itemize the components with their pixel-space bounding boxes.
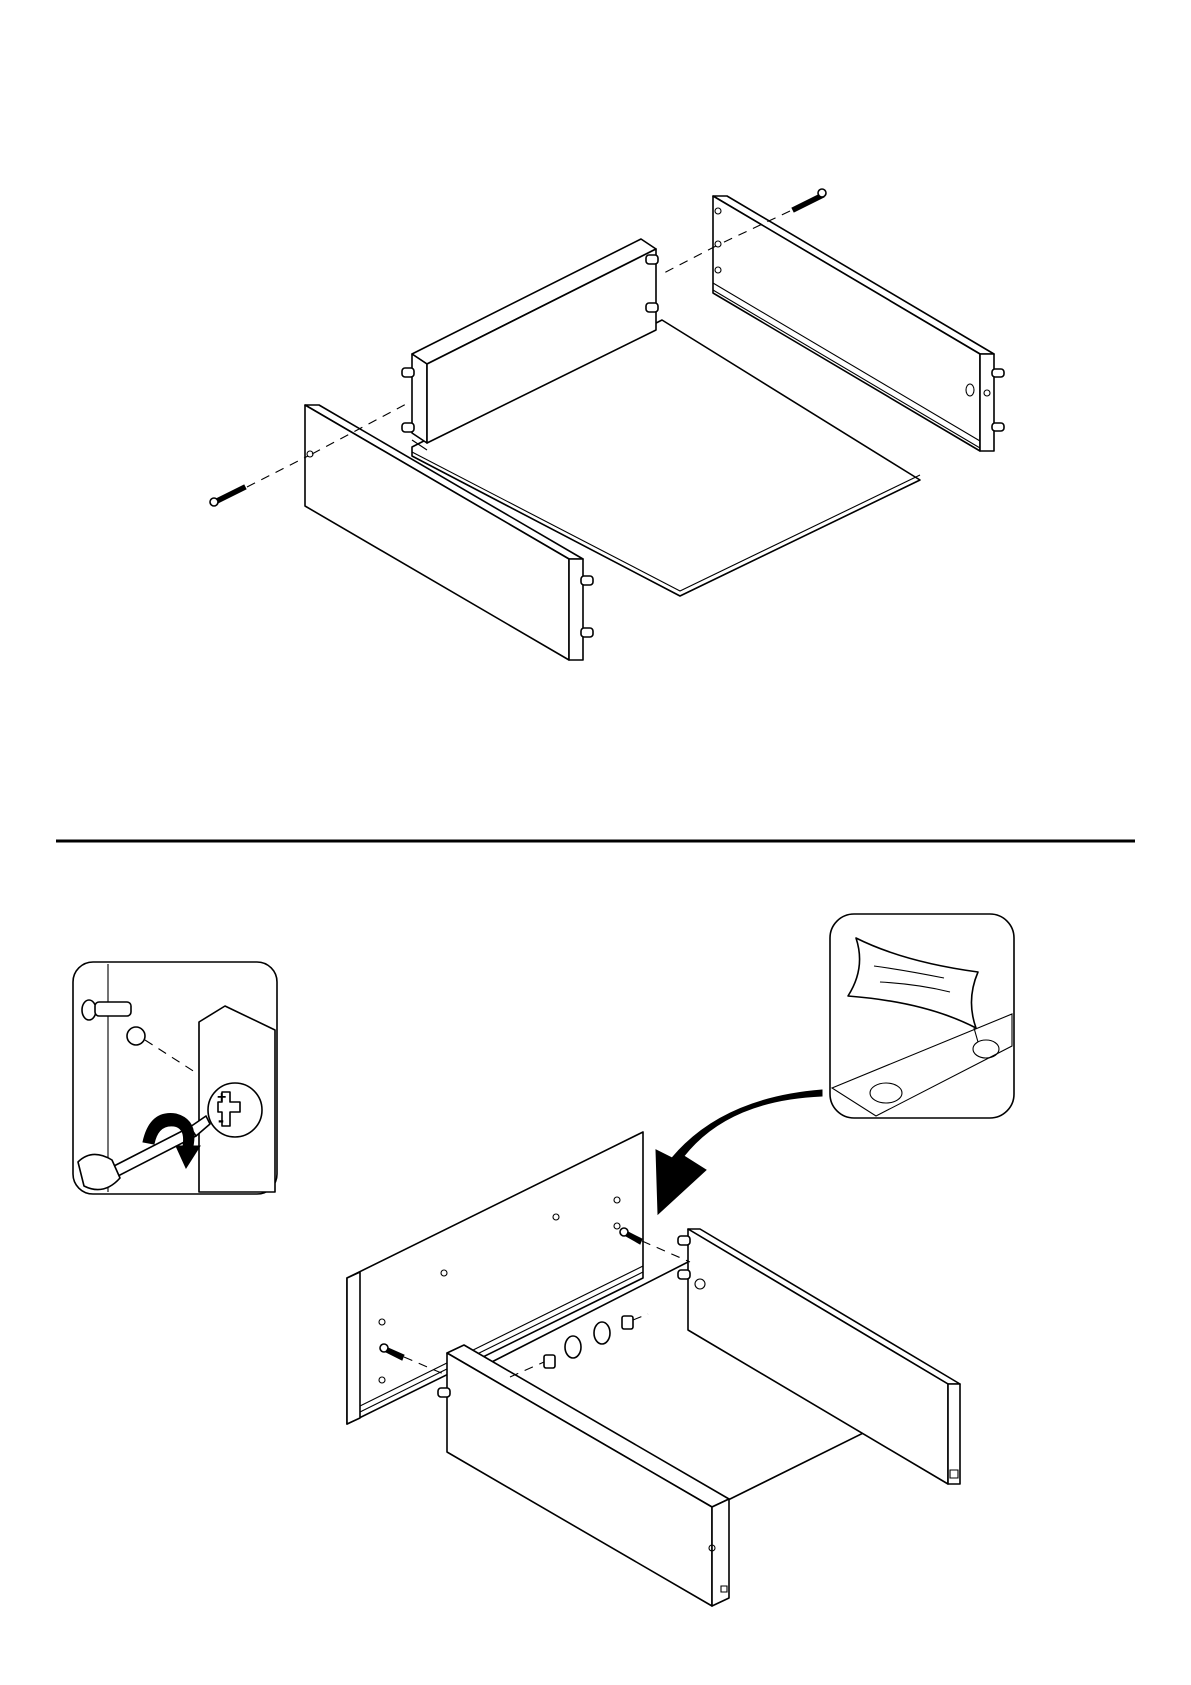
- step-upper: [210, 189, 1004, 660]
- sticker-detail: [830, 914, 1014, 1118]
- cam-lock-icon: + -: [208, 1083, 262, 1137]
- svg-text:-: -: [218, 1110, 224, 1130]
- step-lower: + -: [73, 914, 1014, 1606]
- svg-text:+: +: [217, 1089, 226, 1106]
- arrow: [656, 1090, 822, 1214]
- screwdriver-detail: + -: [73, 962, 277, 1194]
